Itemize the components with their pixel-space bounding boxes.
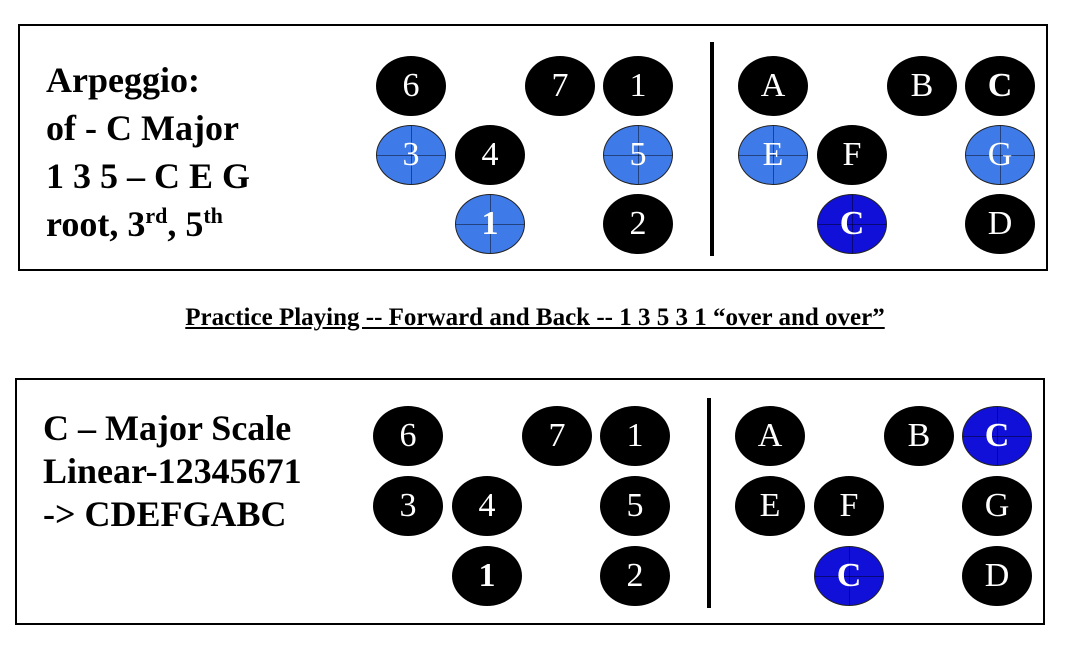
key-a: A — [738, 56, 808, 116]
key-f: F — [814, 476, 884, 536]
arpeggio-title-line-2: of - C Major — [46, 108, 239, 148]
key-g: G — [962, 476, 1032, 536]
scale-title-line-1: C – Major Scale — [43, 408, 292, 448]
key-1-bottom-highlighted: 1 — [455, 194, 525, 254]
panel-divider — [707, 398, 711, 608]
key-2: 2 — [600, 546, 670, 606]
key-c-top-highlighted: C — [962, 406, 1032, 466]
key-b: B — [884, 406, 954, 466]
key-4: 4 — [452, 476, 522, 536]
key-a: A — [735, 406, 805, 466]
key-4: 4 — [455, 125, 525, 185]
key-e: E — [735, 476, 805, 536]
key-2: 2 — [603, 194, 673, 254]
key-6: 6 — [376, 56, 446, 116]
key-3: 3 — [373, 476, 443, 536]
key-7: 7 — [525, 56, 595, 116]
key-7: 7 — [522, 406, 592, 466]
arpeggio-panel: Arpeggio: of - C Major 1 3 5 – C E G roo… — [18, 24, 1048, 271]
scale-title-line-2: Linear-12345671 — [43, 451, 302, 491]
key-e-highlighted: E — [738, 125, 808, 185]
arpeggio-title: Arpeggio: of - C Major 1 3 5 – C E G roo… — [46, 56, 250, 248]
key-1-top: 1 — [603, 56, 673, 116]
practice-note: Practice Playing -- Forward and Back -- … — [185, 304, 885, 331]
key-5-highlighted: 5 — [603, 125, 673, 185]
key-3-highlighted: 3 — [376, 125, 446, 185]
key-f: F — [817, 125, 887, 185]
key-c-bottom-highlighted: C — [817, 194, 887, 254]
arpeggio-title-line-3: 1 3 5 – C E G — [46, 156, 251, 196]
key-d: D — [962, 546, 1032, 606]
key-6: 6 — [373, 406, 443, 466]
key-1-bottom: 1 — [452, 546, 522, 606]
key-1-top: 1 — [600, 406, 670, 466]
arpeggio-title-line-4: root, 3rd, 5th — [46, 203, 223, 244]
key-c-top: C — [965, 56, 1035, 116]
key-b: B — [887, 56, 957, 116]
scale-panel: C – Major Scale Linear-12345671 -> CDEFG… — [15, 378, 1045, 625]
key-c-bottom-highlighted: C — [814, 546, 884, 606]
panel-divider — [710, 42, 714, 256]
key-5: 5 — [600, 476, 670, 536]
scale-title: C – Major Scale Linear-12345671 -> CDEFG… — [43, 407, 302, 536]
key-d: D — [965, 194, 1035, 254]
arpeggio-title-line-1: Arpeggio: — [46, 60, 200, 100]
scale-title-line-3: -> CDEFGABC — [43, 494, 287, 534]
key-g-highlighted: G — [965, 125, 1035, 185]
